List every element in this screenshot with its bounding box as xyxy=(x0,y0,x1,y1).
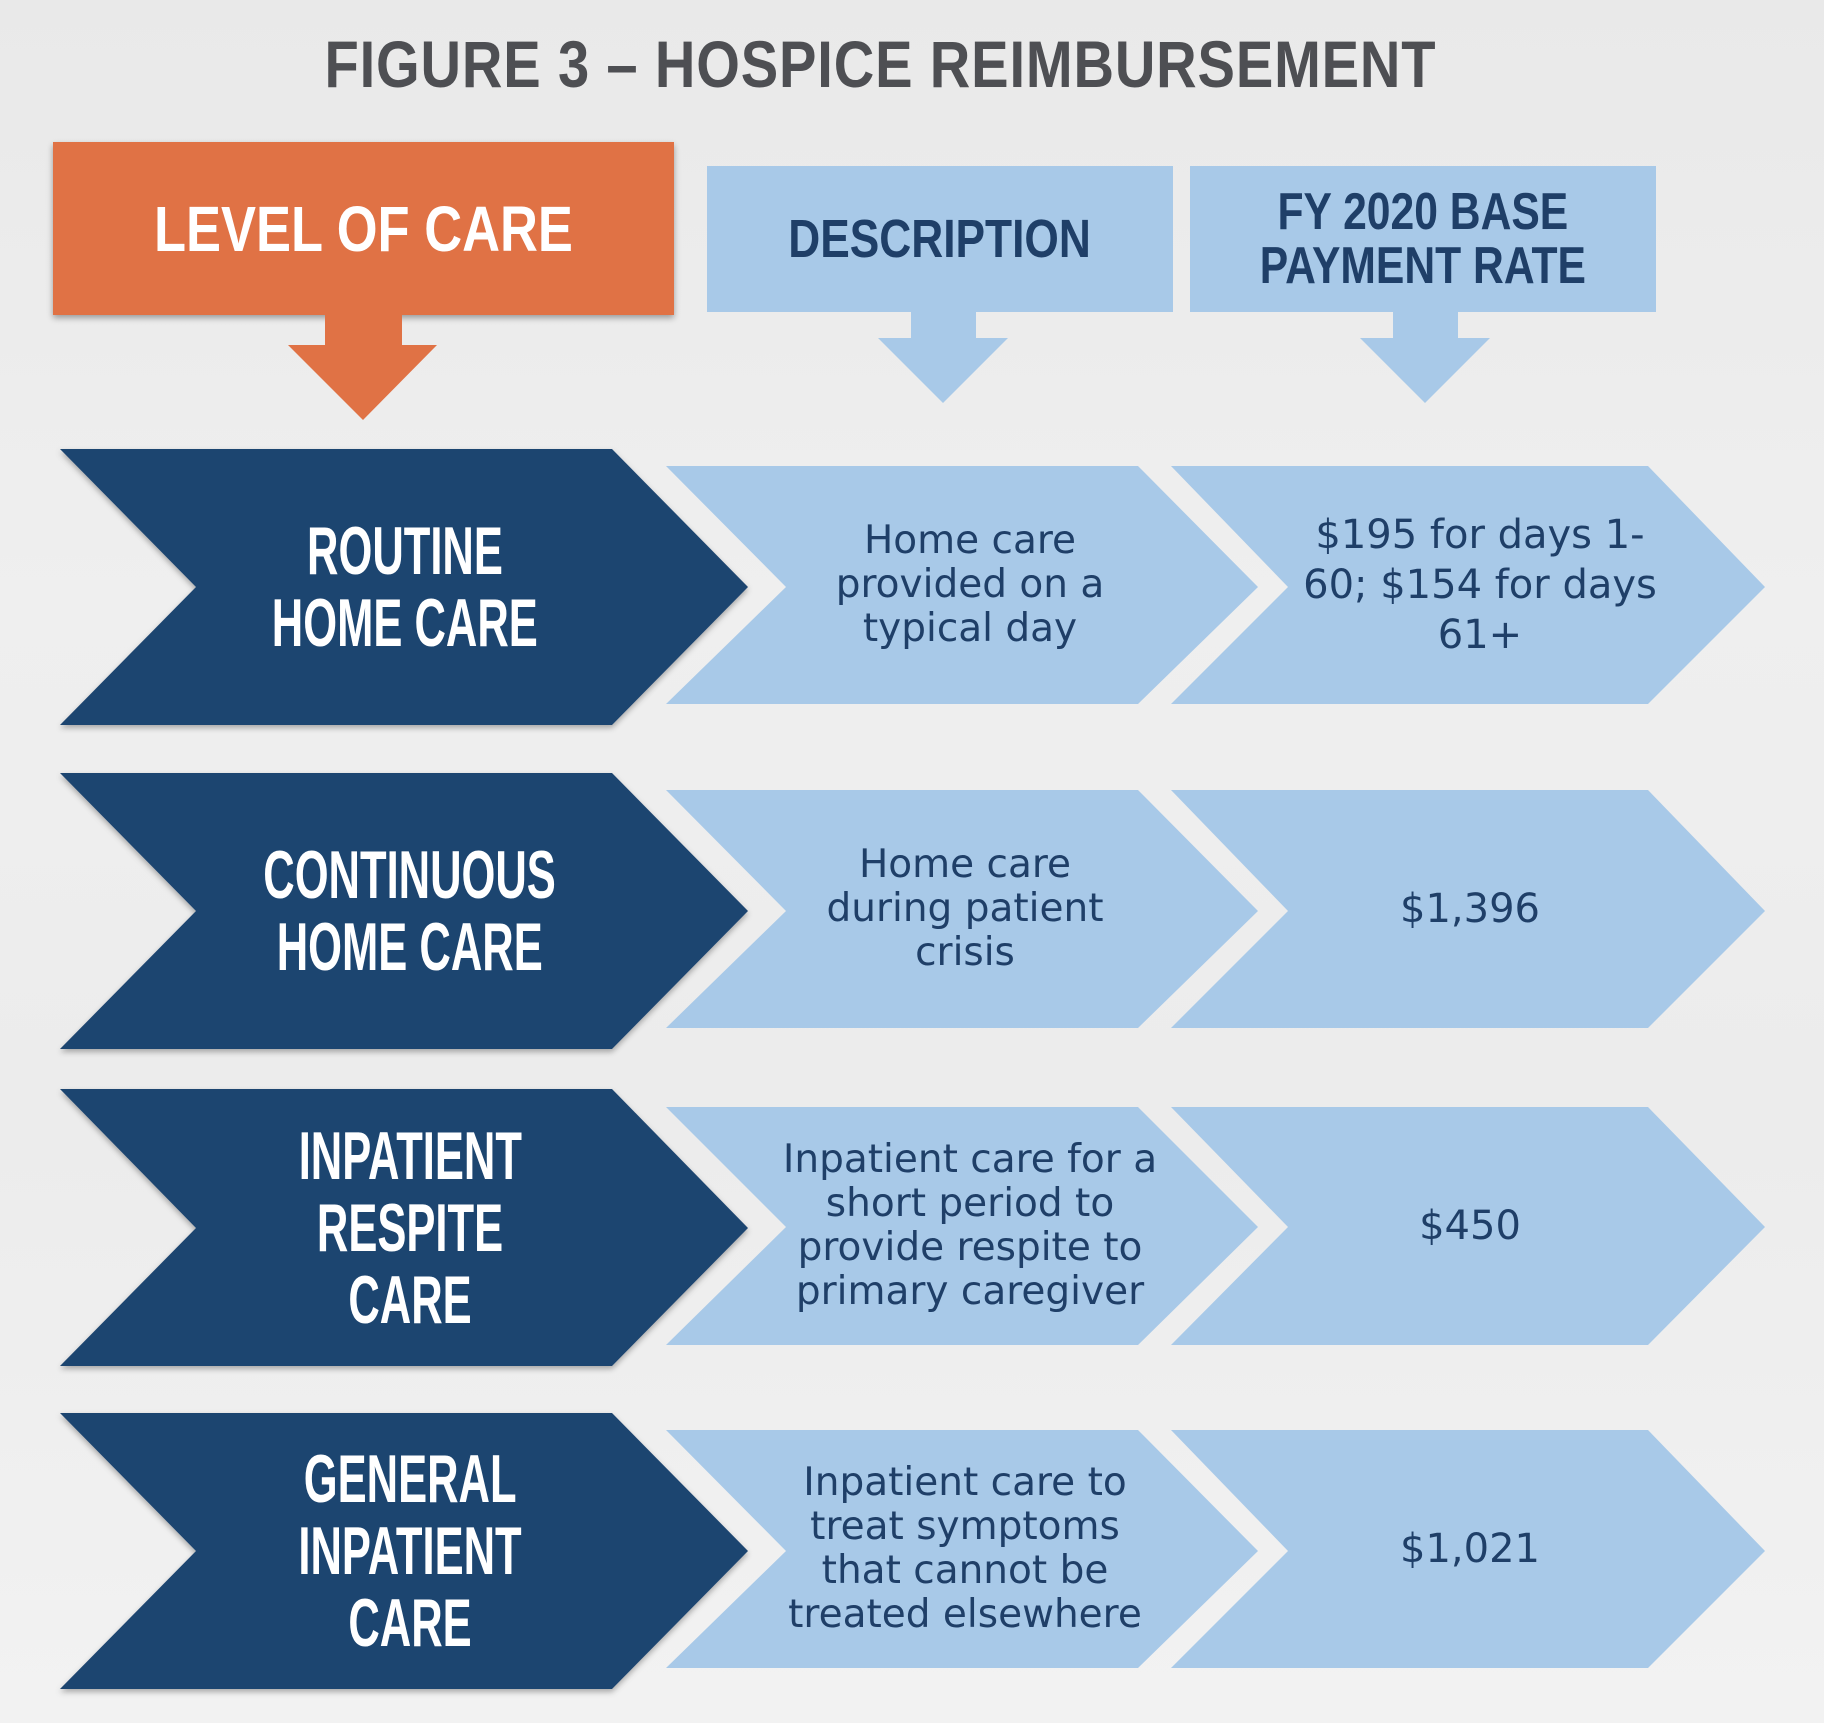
row2-rate: $1,396 xyxy=(1400,886,1540,932)
row2-description-chevron xyxy=(666,790,1258,1028)
row1-rate: $195 for days 1-60; $154 for days 61+ xyxy=(1303,512,1657,658)
header-level-of-care: LEVEL OF CARE xyxy=(53,142,674,315)
row1-description-chevron xyxy=(666,466,1258,704)
row4-description: Inpatient care to treat symptoms that ca… xyxy=(788,1460,1142,1637)
figure-title: FIGURE 3 – HOSPICE REIMBURSEMENT xyxy=(324,27,1437,101)
header-payment-rate: FY 2020 BASE PAYMENT RATE xyxy=(1190,166,1656,312)
row3-description: Inpatient care for a short period to pro… xyxy=(782,1137,1158,1314)
row2-level-chevron xyxy=(60,773,748,1049)
header-rate-line1: FY 2020 BASE xyxy=(1277,183,1569,241)
row2-description: Home care during patient crisis xyxy=(826,842,1104,975)
row4-rate-chevron xyxy=(1171,1430,1765,1668)
header-description: DESCRIPTION xyxy=(707,166,1173,312)
row2-rate-chevron xyxy=(1171,790,1765,1028)
row1-description: Home care provided on a typical day xyxy=(835,518,1105,651)
header-rate-line2: PAYMENT RATE xyxy=(1259,237,1587,295)
level-header-down-arrow xyxy=(288,313,437,420)
row4-level-chevron xyxy=(60,1413,748,1689)
row3-level-chevron xyxy=(60,1089,748,1366)
row3-rate-chevron xyxy=(1171,1107,1765,1345)
row4-description-chevron xyxy=(666,1430,1258,1668)
row1-rate-chevron xyxy=(1171,466,1765,704)
description-header-down-arrow xyxy=(878,310,1008,403)
row3-rate: $450 xyxy=(1419,1203,1521,1249)
rate-header-down-arrow xyxy=(1360,310,1490,403)
row1-level-chevron xyxy=(60,449,748,725)
row3-description-chevron xyxy=(666,1107,1258,1345)
row4-rate: $1,021 xyxy=(1400,1526,1540,1572)
